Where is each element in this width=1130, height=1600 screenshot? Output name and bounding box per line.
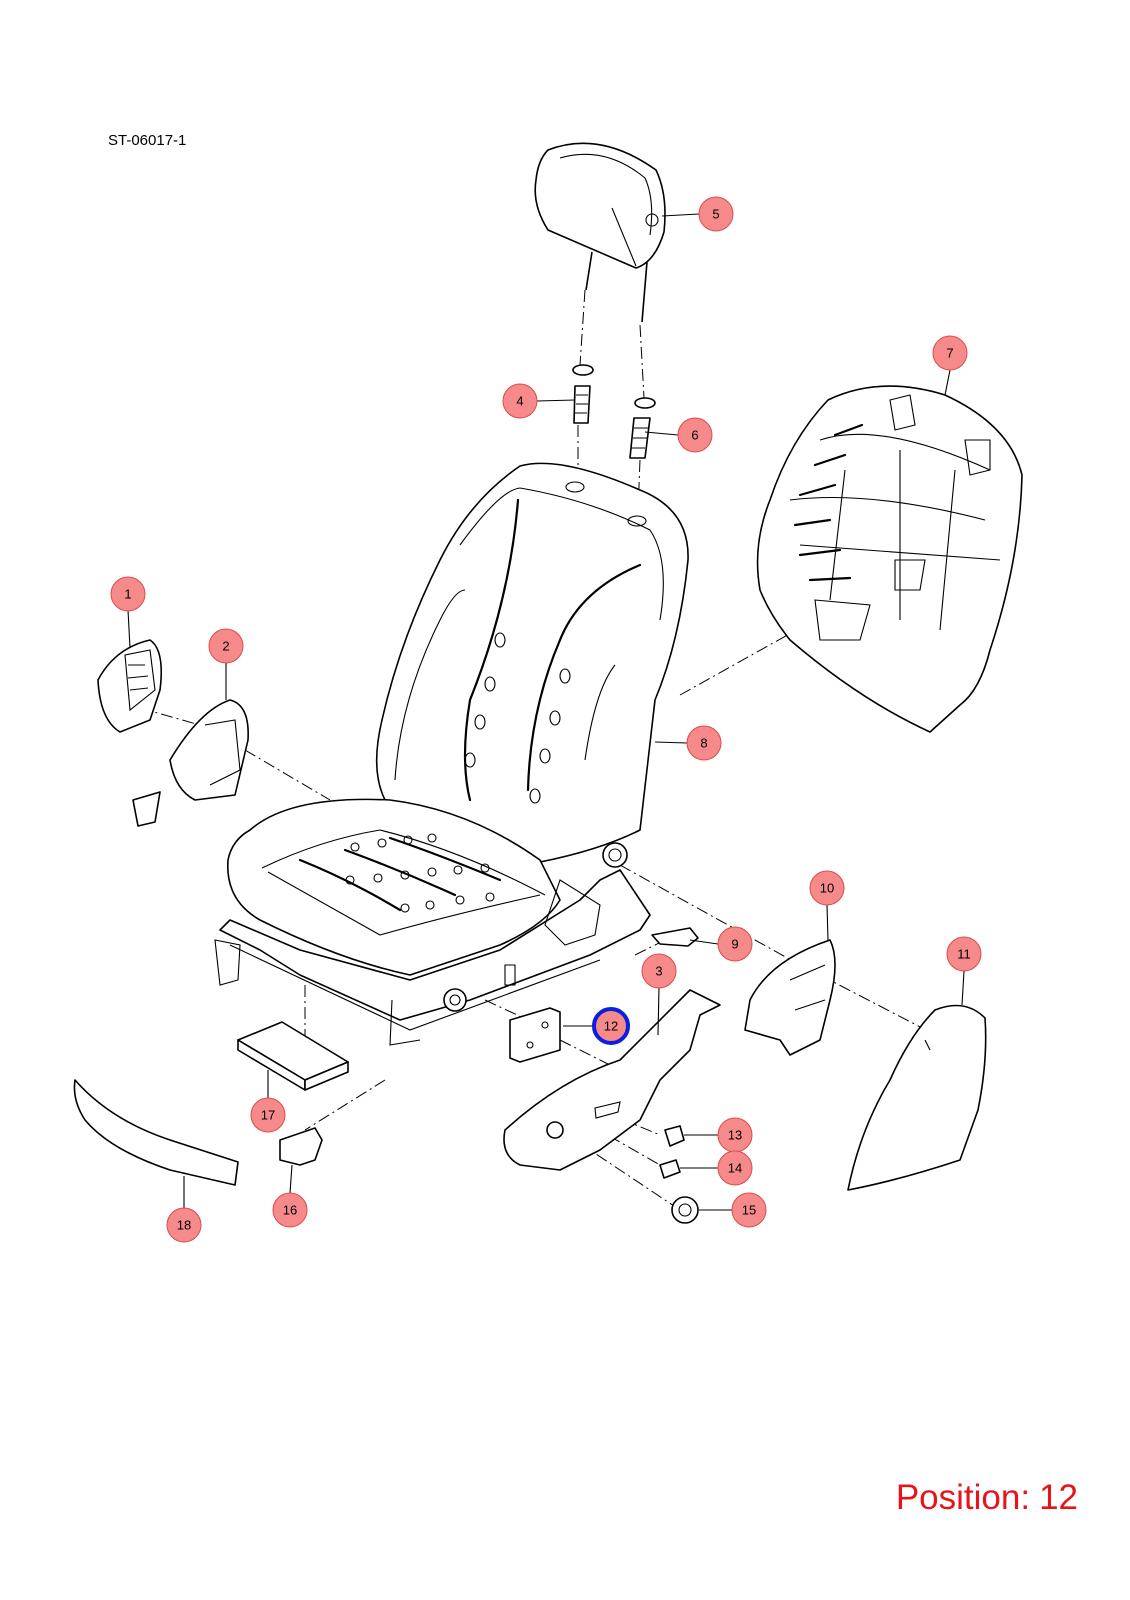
callout-3[interactable]: 3 bbox=[641, 953, 677, 989]
callout-1-label: 1 bbox=[124, 587, 131, 602]
callout-11[interactable]: 11 bbox=[946, 936, 982, 972]
backrest-rear-panel bbox=[847, 1004, 987, 1191]
adjuster-knob bbox=[671, 1196, 699, 1224]
callout-16[interactable]: 16 bbox=[272, 1192, 308, 1228]
callout-13-label: 13 bbox=[728, 1128, 742, 1143]
callout-8[interactable]: 8 bbox=[686, 725, 722, 761]
callout-10-label: 10 bbox=[820, 881, 834, 896]
callout-16-label: 16 bbox=[283, 1203, 297, 1218]
callout-11-label: 11 bbox=[957, 947, 971, 962]
callout-13[interactable]: 13 bbox=[717, 1117, 753, 1153]
backrest-cover bbox=[756, 385, 1023, 733]
callout-7-label: 7 bbox=[946, 346, 953, 361]
callout-4-label: 4 bbox=[516, 394, 523, 409]
headrest-guide-left bbox=[572, 364, 594, 424]
seat-cushion bbox=[227, 798, 561, 976]
callout-12-label: 12 bbox=[604, 1019, 618, 1034]
callout-9-label: 9 bbox=[731, 937, 738, 952]
electronic-control-unit bbox=[237, 1021, 349, 1091]
recliner-cover bbox=[744, 939, 836, 1056]
callout-1[interactable]: 1 bbox=[110, 576, 146, 612]
callout-5[interactable]: 5 bbox=[698, 196, 734, 232]
callout-17[interactable]: 17 bbox=[250, 1097, 286, 1133]
callout-14[interactable]: 14 bbox=[717, 1150, 753, 1186]
callout-18-label: 18 bbox=[177, 1218, 191, 1233]
end-cap bbox=[279, 1127, 323, 1166]
mounting-bracket bbox=[651, 927, 699, 947]
callout-10[interactable]: 10 bbox=[809, 870, 845, 906]
callout-15[interactable]: 15 bbox=[731, 1192, 767, 1228]
callout-12[interactable]: 12 bbox=[592, 1007, 630, 1045]
seat-frame bbox=[214, 842, 651, 1046]
callout-5-label: 5 bbox=[712, 207, 719, 222]
callout-3-label: 3 bbox=[655, 964, 662, 979]
headrest bbox=[534, 142, 666, 323]
position-value: 12 bbox=[1039, 1478, 1078, 1517]
position-indicator: Position:12 bbox=[896, 1478, 1078, 1518]
callout-8-label: 8 bbox=[700, 736, 707, 751]
leader-lines bbox=[127, 213, 965, 1211]
switch-knob bbox=[659, 1159, 681, 1179]
lever-handle bbox=[664, 1125, 685, 1147]
side-cover-outer bbox=[132, 699, 249, 827]
drawing-id: ST-06017-1 bbox=[108, 132, 187, 149]
control-module bbox=[509, 1007, 561, 1063]
headrest-guide-right bbox=[629, 397, 656, 459]
callout-14-label: 14 bbox=[728, 1161, 742, 1176]
side-shield bbox=[503, 989, 721, 1171]
callout-2-label: 2 bbox=[222, 639, 229, 654]
callout-17-label: 17 bbox=[261, 1108, 275, 1123]
callout-4[interactable]: 4 bbox=[502, 383, 538, 419]
front-trim bbox=[73, 1079, 239, 1186]
callout-6-label: 6 bbox=[691, 428, 698, 443]
callout-18[interactable]: 18 bbox=[166, 1207, 202, 1243]
position-label: Position: bbox=[895, 1478, 1031, 1517]
callout-15-label: 15 bbox=[742, 1203, 756, 1218]
callout-6[interactable]: 6 bbox=[677, 417, 713, 453]
side-cover-inner bbox=[97, 639, 163, 733]
callout-7[interactable]: 7 bbox=[932, 335, 968, 371]
callout-9[interactable]: 9 bbox=[717, 926, 753, 962]
callout-2[interactable]: 2 bbox=[208, 628, 244, 664]
seat-backrest bbox=[375, 462, 689, 863]
